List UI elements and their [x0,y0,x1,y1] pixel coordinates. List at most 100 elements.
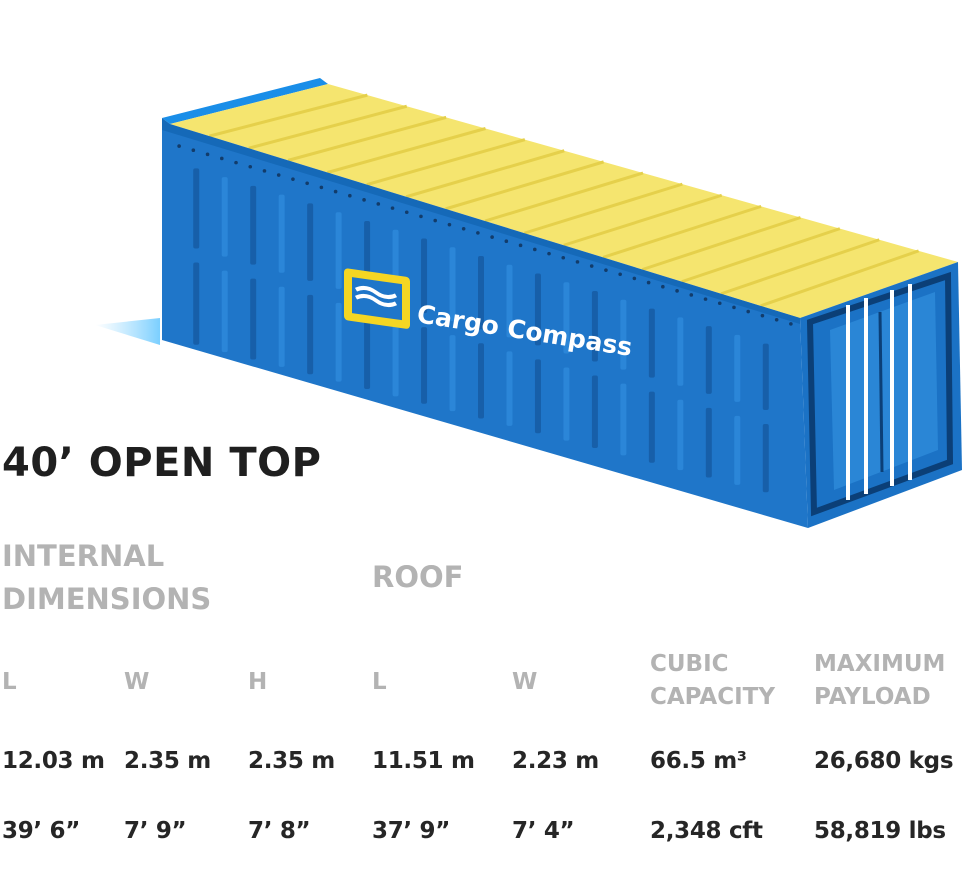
container-rim [162,78,328,124]
rivet [305,181,309,186]
rivet [547,251,551,256]
rivet [419,214,423,219]
side-rib [193,262,200,345]
side-rib [364,310,371,389]
tarp-ridge [720,238,880,296]
rivet [518,243,523,248]
rivet [604,268,608,272]
roof-length-imperial: 37’ 9” [372,818,451,844]
side-rib [478,256,484,330]
side-rib [506,264,513,338]
rivet [661,284,665,289]
label-payload-line1: MAXIMUM [814,651,946,677]
internal-dimensions-heading: INTERNAL DIMENSIONS [2,535,211,621]
tarp-ridge [445,160,605,211]
internal-height-metric: 2.35 m [248,748,335,774]
tarp-ridge [523,182,683,235]
label-internal-length: L [2,669,17,695]
rivet [490,235,494,239]
rivet [433,218,438,223]
side-rib [307,203,314,281]
internal-length-imperial: 39’ 6” [2,818,81,844]
rivet [561,255,566,260]
rivet [532,247,537,252]
roof-length-metric: 11.51 m [372,748,475,774]
side-rib [734,415,741,485]
side-rib [648,308,655,378]
container-type-title: 40’ OPEN TOP [2,440,322,486]
rivet [746,309,751,314]
rivet [675,289,679,293]
tarp-ridge [327,127,486,174]
label-internal-width: W [124,669,150,695]
rivet [234,160,238,165]
roof-heading: ROOF [372,560,464,594]
side-rib [250,278,257,360]
rivet [276,173,281,177]
tarp-ridge [681,227,841,284]
side-rib [449,335,456,412]
rivet [732,305,736,310]
tarp-ridge [366,138,526,187]
side-rib [648,391,655,463]
tarp-ridge [287,115,447,162]
tarp-ridge [760,249,920,308]
rivet [177,144,181,148]
side-rib [620,299,627,370]
rivet [248,164,253,169]
internal-heading-line1: INTERNAL [2,539,165,573]
side-rib [506,351,513,426]
side-rib [620,383,627,456]
rivet [703,297,708,301]
side-rib [392,319,399,397]
label-cubic-line2: CAPACITY [650,684,776,710]
side-rib [421,327,428,404]
door-lock-bars [846,284,912,500]
rivet [760,313,765,318]
side-rib [534,273,541,346]
rivet [333,189,338,194]
rivet [461,226,466,231]
side-rib [677,317,684,386]
rivet [404,210,409,215]
rivet [447,222,452,227]
tarp-ridge [602,204,762,259]
side-rib [705,407,712,478]
rivet [291,177,295,181]
label-cubic-line1: CUBIC [650,651,729,677]
max-payload-imperial: 58,819 lbs [814,818,946,844]
side-rib [762,343,769,410]
tarp-roof [170,84,958,318]
side-rib [421,238,428,314]
rivet [476,231,480,235]
cubic-capacity-imperial: 2,348 cft [650,818,763,844]
side-rib [563,367,570,441]
internal-heading-line2: DIMENSIONS [2,582,212,616]
rivet [205,152,210,157]
side-rib [449,247,456,322]
tarp-ridge [208,93,368,138]
tarp-ridge [405,149,565,199]
rivet [774,317,779,322]
rivet [390,206,395,210]
rivet [504,239,509,244]
rivet [789,322,793,326]
container-illustration: Cargo Compass [95,78,962,528]
side-rib [677,399,684,471]
internal-width-metric: 2.35 m [124,748,211,774]
side-rib [250,185,257,265]
label-payload-line2: PAYLOAD [814,684,931,710]
rivet [575,260,580,264]
side-rib [563,282,570,354]
side-rib [534,359,541,434]
side-rib [591,291,598,362]
label-max-payload: MAXIMUM PAYLOAD [814,648,945,714]
tarp-ridge [248,104,408,150]
side-rib [335,302,342,382]
side-rib [193,168,200,249]
side-rib [307,294,314,375]
rivet [376,202,381,206]
rivet [262,169,267,173]
rivet [632,276,637,281]
side-rib [591,375,598,449]
